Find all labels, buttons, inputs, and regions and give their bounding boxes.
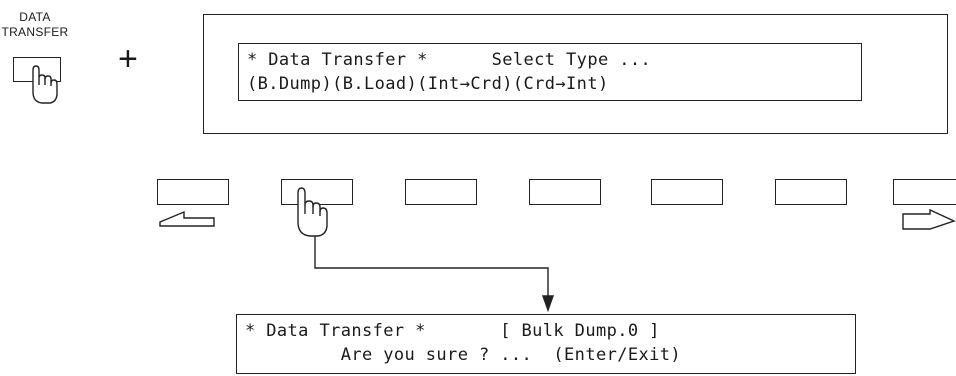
soft-key-4[interactable] [529,179,601,205]
soft-key-5[interactable] [651,179,723,205]
page-left-arrow-icon [159,210,215,227]
plus-symbol: + [118,40,138,78]
pointing-hand-icon-softkey [297,187,328,237]
main-display-line2: (B.Dump)(B.Load)(Int→Crd)(Crd→Int) [247,74,609,94]
soft-key-6[interactable] [775,179,847,205]
main-display-frame: * Data Transfer * Select Type ... (B.Dum… [203,14,948,134]
main-display-line1: * Data Transfer * Select Type ... [247,50,652,70]
result-display-line1: * Data Transfer * [ Bulk Dump.0 ] [245,321,660,341]
soft-key-1[interactable] [157,179,229,205]
data-transfer-label: DATA TRANSFER [0,10,70,40]
data-transfer-label-line1: DATA [19,10,51,24]
page-right-arrow-icon [902,208,956,230]
soft-key-7[interactable] [893,179,956,205]
pointing-hand-icon [32,65,58,104]
result-display-line2: Are you sure ? ... (Enter/Exit) [245,345,682,365]
flow-arrow-down [314,236,554,313]
main-display-screen: * Data Transfer * Select Type ... (B.Dum… [238,43,862,101]
soft-key-3[interactable] [405,179,477,205]
data-transfer-label-line2: TRANSFER [1,25,69,39]
result-display-screen: * Data Transfer * [ Bulk Dump.0 ] Are yo… [236,314,856,374]
